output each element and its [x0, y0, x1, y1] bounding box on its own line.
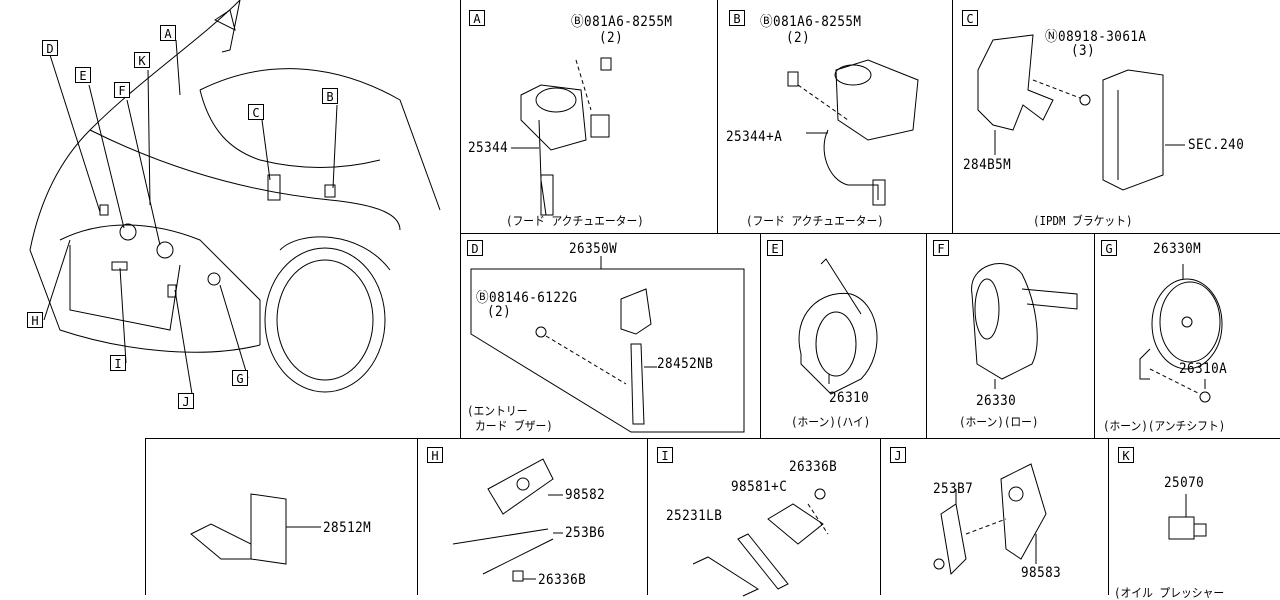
- part-number-25070[interactable]: 25070: [1164, 475, 1205, 491]
- part-number-26336b[interactable]: 26336B: [789, 459, 838, 475]
- part-number-26336b[interactable]: 26336B: [538, 572, 587, 588]
- bolt-part-number[interactable]: Ⓑ08146-6122G: [476, 290, 578, 306]
- panel-c-ipdm-bracket: C Ⓝ08918-3061A (3) 284B5M SEC.240 (IPDM …: [952, 0, 1280, 234]
- callout-k[interactable]: K: [134, 52, 150, 68]
- oil-pressure-switch-drawing: [1168, 494, 1207, 540]
- entry-card-buzzer-drawing: [470, 256, 745, 433]
- car-front-illustration: [29, 0, 441, 401]
- ipdm-bracket-drawing: [977, 34, 1185, 191]
- panel-i: I 26336B 98581+C 25231LB: [647, 438, 880, 597]
- bracket-drawing: [190, 493, 321, 565]
- panel-label-h: H: [427, 447, 443, 463]
- callout-c[interactable]: C: [248, 104, 264, 120]
- panel-caption: (フード アクチュエーター): [746, 214, 884, 228]
- panel-f-horn-low: F 26330 (ホーン)(ロー): [926, 233, 1094, 438]
- bolt-part-number[interactable]: Ⓑ081A6-8255M: [571, 14, 673, 30]
- hood-actuator-drawing: [511, 57, 612, 216]
- part-number-25231lb[interactable]: 25231LB: [666, 508, 723, 524]
- part-number-28452nb[interactable]: 28452NB: [657, 356, 714, 372]
- part-number-98581-c[interactable]: 98581+C: [731, 479, 788, 495]
- part-number-26310a[interactable]: 26310A: [1179, 361, 1228, 377]
- sensor-bracket-drawing: [452, 458, 563, 582]
- bolt-quantity: (2): [487, 304, 512, 320]
- panel-caption: (ホーン)(ハイ): [791, 415, 871, 429]
- horn-anti-theft-drawing: [1139, 264, 1223, 403]
- panel-caption-line2: カード ブザー): [475, 419, 553, 433]
- part-number-26330m[interactable]: 26330M: [1153, 241, 1202, 257]
- part-number-25344[interactable]: 25344: [468, 140, 509, 156]
- callout-d[interactable]: D: [42, 40, 58, 56]
- panel-k-oil-pressure: K 25070 (オイル プレッシャー: [1108, 438, 1280, 600]
- part-number-253b7[interactable]: 253B7: [933, 481, 974, 497]
- panel-caption: (ホーン)(ロー): [959, 415, 1039, 429]
- part-number-284b5m[interactable]: 284B5M: [963, 157, 1012, 173]
- part-number-253b6[interactable]: 253B6: [565, 525, 606, 541]
- nut-quantity: (3): [1071, 43, 1096, 59]
- callout-b[interactable]: B: [322, 88, 338, 104]
- part-number-26330[interactable]: 26330: [976, 393, 1017, 409]
- vehicle-overview: A B C D E F G H I J K: [0, 0, 460, 438]
- panel-label-a: A: [469, 10, 485, 26]
- panel-a-hood-actuator: A Ⓑ081A6-8255M (2) 25344 (フード アクチュエーター): [460, 0, 717, 234]
- assembly-part-number[interactable]: 26350W: [569, 241, 618, 257]
- panel-b-hood-actuator: B Ⓑ081A6-8255M (2) 25344+A (フード アクチュエーター…: [717, 0, 952, 234]
- sensor-assembly-drawing: [692, 488, 829, 597]
- part-number-25344-a[interactable]: 25344+A: [726, 129, 783, 145]
- panel-label-g: G: [1101, 240, 1117, 256]
- callout-i[interactable]: I: [110, 355, 126, 371]
- part-number-98582[interactable]: 98582: [565, 487, 606, 503]
- part-number-26310[interactable]: 26310: [829, 390, 870, 406]
- panel-label-f: F: [933, 240, 949, 256]
- panel-label-c: C: [962, 10, 978, 26]
- panel-bracket-28512m: 28512M: [145, 438, 417, 595]
- bolt-part-number[interactable]: Ⓑ081A6-8255M: [760, 14, 862, 30]
- panel-label-d: D: [467, 240, 483, 256]
- panel-caption-line1: (エントリー: [467, 404, 528, 418]
- panel-caption: (オイル プレッシャー: [1114, 586, 1225, 600]
- panel-caption: (IPDM ブラケット): [1033, 214, 1133, 228]
- callout-j[interactable]: J: [178, 393, 194, 409]
- horn-low-drawing: [971, 263, 1078, 389]
- panel-label-k: K: [1118, 447, 1134, 463]
- nut-part-number[interactable]: Ⓝ08918-3061A: [1045, 29, 1147, 45]
- callout-f[interactable]: F: [114, 82, 130, 98]
- panel-label-i: I: [657, 447, 673, 463]
- callout-a[interactable]: A: [160, 25, 176, 41]
- panel-g-horn-anti-theft: G 26330M 26310A (ホーン)(アンチシフト): [1094, 233, 1280, 438]
- sensor-bracket-drawing: [933, 463, 1047, 576]
- panel-label-b: B: [729, 10, 745, 26]
- panel-label-e: E: [767, 240, 783, 256]
- part-number-98583[interactable]: 98583: [1021, 565, 1062, 581]
- callout-h[interactable]: H: [27, 312, 43, 328]
- bolt-quantity: (2): [599, 30, 624, 46]
- panel-e-horn-high: E 26310 (ホーン)(ハイ): [760, 233, 926, 438]
- horn-high-drawing: [798, 258, 878, 395]
- panel-label-j: J: [890, 447, 906, 463]
- panel-caption: (ホーン)(アンチシフト): [1103, 419, 1226, 433]
- panel-h: H 98582 253B6 26336B: [417, 438, 647, 595]
- part-number-28512m[interactable]: 28512M: [323, 520, 372, 536]
- hood-actuator-drawing: [787, 59, 919, 206]
- panel-d-entry-card-buzzer: D 26350W Ⓑ08146-6122G (2) 28452NB (エントリー…: [460, 233, 760, 438]
- panel-caption: (フード アクチュエーター): [506, 214, 644, 228]
- callout-e[interactable]: E: [75, 67, 91, 83]
- part-number-sec240[interactable]: SEC.240: [1188, 137, 1245, 153]
- bolt-quantity: (2): [786, 30, 811, 46]
- callout-g[interactable]: G: [232, 370, 248, 386]
- panel-j: J 253B7 98583: [880, 438, 1108, 595]
